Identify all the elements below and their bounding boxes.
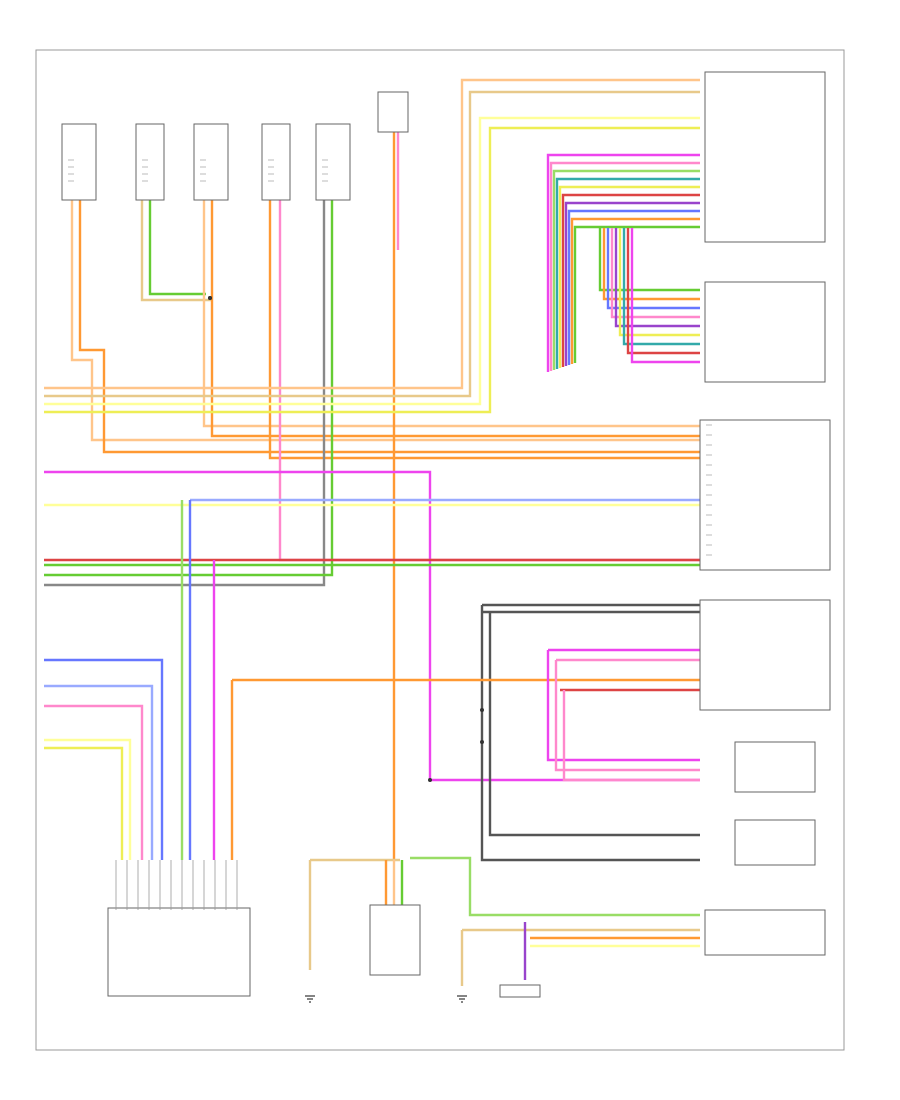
wire <box>78 200 700 454</box>
splice-dot <box>480 708 484 712</box>
wire <box>610 228 700 319</box>
wire <box>44 738 132 860</box>
wire <box>546 650 700 762</box>
wire <box>564 201 700 366</box>
wire <box>140 200 212 302</box>
wire <box>44 658 164 860</box>
sensor-5 <box>315 123 351 201</box>
wire <box>606 228 700 310</box>
wire <box>558 185 700 368</box>
wire <box>614 228 700 328</box>
module-bottom-right <box>734 741 816 793</box>
sensor-4 <box>261 123 291 201</box>
wire <box>567 209 700 365</box>
wire <box>488 612 700 837</box>
wire <box>44 90 700 398</box>
wire <box>210 200 700 438</box>
wire <box>570 217 700 364</box>
component-layer <box>61 71 831 1003</box>
wire <box>552 169 700 370</box>
wire <box>44 684 154 860</box>
wire <box>554 660 700 772</box>
splice-dot <box>480 740 484 744</box>
wire <box>598 228 700 292</box>
wire <box>622 228 700 346</box>
module-middle <box>699 419 831 571</box>
wire <box>561 193 700 367</box>
wire <box>44 200 326 587</box>
splice-dot <box>428 778 432 782</box>
wire <box>630 228 700 364</box>
module-upper-2 <box>704 281 826 383</box>
wire <box>626 228 700 355</box>
wire <box>549 161 700 371</box>
wire-layer <box>44 78 700 986</box>
wire <box>602 228 700 301</box>
diagram-frame <box>35 49 845 1051</box>
wire <box>70 200 700 442</box>
wire <box>555 177 700 369</box>
wire <box>573 225 700 363</box>
wire <box>202 200 700 428</box>
wire <box>618 228 700 337</box>
module-lower <box>699 599 831 711</box>
splice-dot <box>208 296 212 300</box>
wire <box>480 605 700 862</box>
wire <box>44 704 144 860</box>
sensor-1 <box>61 123 97 201</box>
wire <box>44 746 124 860</box>
wire <box>562 690 700 782</box>
module-bottom <box>704 909 826 956</box>
tilt-sensor <box>369 904 421 976</box>
sensor-2 <box>135 123 165 201</box>
wire <box>546 153 700 372</box>
wire <box>268 200 700 460</box>
wire <box>410 856 700 917</box>
wire <box>44 126 700 414</box>
sensor-bottom-right <box>734 819 816 866</box>
sensor-3 <box>193 123 229 201</box>
wire <box>44 78 700 390</box>
module-upper <box>704 71 826 243</box>
signal-horn <box>499 984 541 998</box>
wire <box>44 116 700 406</box>
wire <box>148 200 206 296</box>
pedal-switch-assembly <box>107 907 251 997</box>
wire <box>44 200 334 577</box>
fuse-block <box>377 91 409 133</box>
